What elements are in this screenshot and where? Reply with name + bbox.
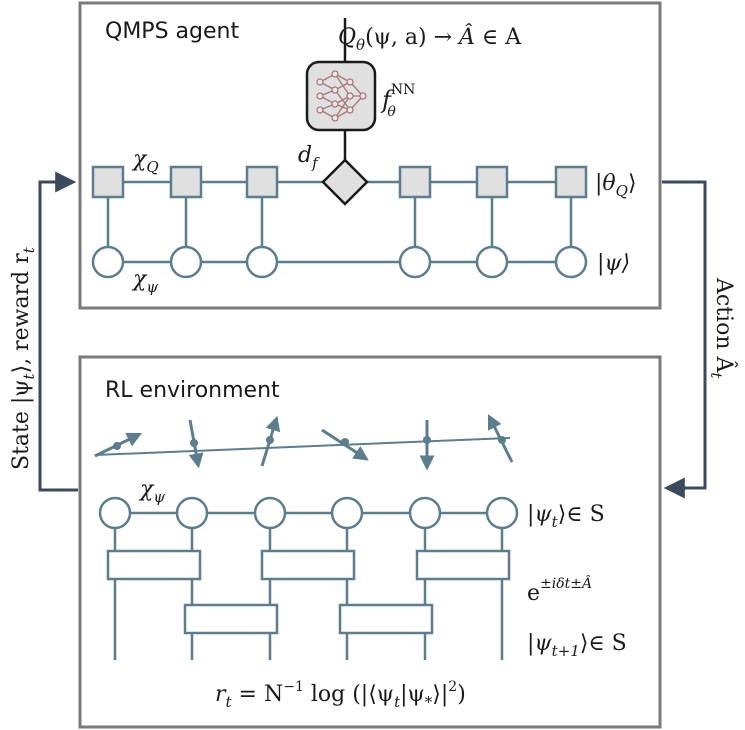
psi-tensor [91,245,125,279]
theta-tensor [475,165,509,199]
psi-t-tensor [330,496,364,530]
action-label: Action Ât [707,277,738,379]
environment-title: RL environment [105,378,280,403]
df-label: df [298,143,320,172]
output-diamond-tensor [321,158,369,206]
psi-ket-label: |ψ⟩ [597,251,630,276]
chi-q-label: χQ [131,147,159,176]
psi-t-tensor [485,496,519,530]
spin-site [341,438,349,446]
spin-site [266,436,274,444]
psi-tensor [169,245,203,279]
reward-formula: rt = N−1 log (|⟨ψt|ψ*⟩|2) [215,679,466,711]
psi-t-tensor [253,496,287,530]
spin-site [190,439,198,447]
theta-tensor [91,165,125,199]
psi-tensor [475,245,509,279]
q-function-label: Qθ(ψ, a) → Â ∈ A [338,23,522,54]
environment-network-bonds [113,511,504,660]
spin-chain-line [94,437,511,456]
spin-site [113,442,121,450]
evolution-operator-label: e±iδt±Â [527,574,592,606]
theta-tensor [554,165,588,199]
state-reward-arrow [38,171,78,492]
psi-tensor [398,245,432,279]
theta-tensor [245,165,279,199]
spin-site [498,436,506,444]
psi-t-tensor [175,496,209,530]
psi-t1-label: |ψt+1⟩∈ S [527,631,627,660]
chi-psi-label: χψ [131,267,158,296]
gate-box [183,603,279,635]
qmps-agent-frame [78,1,662,310]
neural-network-icon [305,60,377,132]
action-arrow [662,180,707,499]
psi-t-label: |ψt⟩∈ S [527,502,605,531]
psi-t-tensor [408,496,442,530]
rl-environment-frame [78,355,662,729]
psi-t-tensor [98,496,132,530]
gate-box [260,549,356,581]
agent-title: QMPS agent [105,19,239,44]
theta-tensor [169,165,203,199]
gate-box [106,549,202,581]
state-reward-label: State |ψt⟩, reward rt [9,246,38,470]
theta-ket-label: |θQ⟩ [595,171,637,200]
spin-site [423,436,431,444]
theta-tensor [398,165,432,199]
gate-box [338,603,434,635]
psi-tensor [554,245,588,279]
gate-box [415,549,511,581]
psi-tensor [245,245,279,279]
env-chi-psi-label: χψ [138,477,165,506]
